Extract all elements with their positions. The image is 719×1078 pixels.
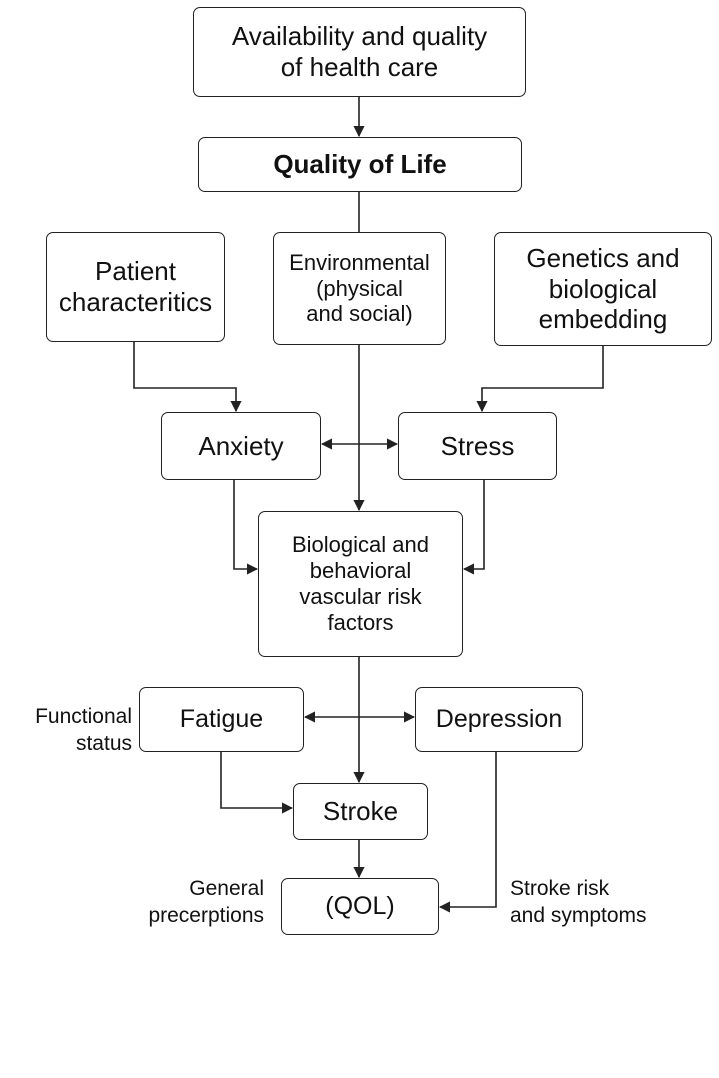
arrow-genetics-to-stress	[476, 346, 604, 413]
arrow-depression-to-qol	[438, 752, 497, 913]
stroke-risk-line-2: and symptoms	[510, 903, 647, 927]
fatigue-label: Fatigue	[179, 704, 264, 733]
biological-line-3: vascular risk	[299, 584, 422, 609]
functional-status-line-1: Functional	[35, 705, 132, 728]
qol-box: (QOL)	[281, 878, 439, 935]
genetics-line-2: biological	[548, 273, 658, 304]
health-care-line-2: of health care	[280, 52, 439, 82]
stress-box: Stress	[398, 412, 557, 480]
arrow-fatigue-to-stroke	[220, 752, 294, 814]
stroke-risk-label: Stroke risk and symptoms	[510, 876, 710, 930]
environmental-line-2: (physical	[316, 275, 403, 301]
patient-line-1: Patient	[95, 256, 176, 287]
depression-box: Depression	[415, 687, 583, 752]
anxiety-box: Anxiety	[161, 412, 321, 480]
health-care-line-1: Availability and quality	[231, 21, 488, 52]
environmental-box: Environmental (physical and social)	[273, 232, 446, 345]
stress-label: Stress	[440, 430, 515, 461]
biological-line-4: factors	[327, 609, 394, 635]
biological-line-1: Biological and	[292, 532, 429, 558]
genetics-line-1: Genetics and	[526, 242, 680, 273]
fatigue-box: Fatigue	[139, 687, 304, 752]
patient-line-2: characteritics	[58, 287, 213, 317]
health-care-box: Availability and quality of health care	[193, 7, 526, 97]
environmental-line-3: and social)	[306, 301, 413, 327]
quality-of-life-box: Quality of Life	[198, 137, 522, 192]
patient-characteristics-box: Patient characteritics	[46, 232, 225, 342]
depression-label: Depression	[435, 704, 563, 733]
functional-status-line-2: status	[75, 731, 132, 755]
anxiety-label: Anxiety	[198, 430, 284, 461]
genetics-line-3: embedding	[538, 304, 668, 335]
general-perceptions-label: General precerptions	[100, 876, 264, 930]
arrow-patient-to-anxiety	[133, 342, 242, 413]
stroke-label: Stroke	[322, 796, 399, 827]
arrow-stress-to-biological	[462, 480, 485, 575]
arrow-anxiety-to-biological	[233, 480, 259, 575]
stroke-box: Stroke	[293, 783, 428, 840]
general-perceptions-line-1: General	[189, 877, 264, 900]
biological-line-2: behavioral	[309, 558, 412, 584]
quality-of-life-label: Quality of Life	[273, 149, 447, 180]
biological-factors-box: Biological and behavioral vascular risk …	[258, 511, 463, 657]
environmental-line-1: Environmental	[289, 249, 430, 275]
stroke-risk-line-1: Stroke risk	[510, 877, 610, 900]
qol-label: (QOL)	[325, 891, 395, 920]
general-perceptions-line-2: precerptions	[148, 903, 264, 927]
functional-status-label: Functional status	[5, 704, 132, 758]
genetics-box: Genetics and biological embedding	[494, 232, 712, 346]
